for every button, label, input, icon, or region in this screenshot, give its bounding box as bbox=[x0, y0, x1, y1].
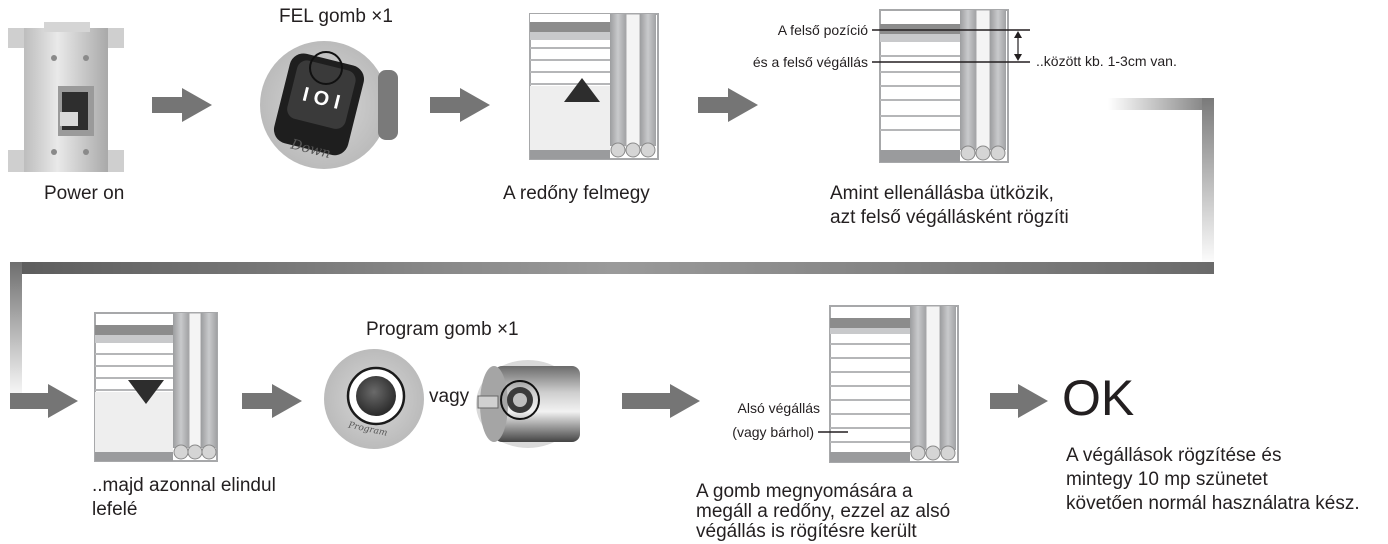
press-caption-line2: megáll a redőny, ezzel az alsó bbox=[696, 501, 951, 522]
descend-caption-line2: lefelé bbox=[92, 499, 138, 520]
resistance-caption-line1: Amint ellenállásba ütközik, bbox=[830, 183, 1054, 204]
arrow-2-icon bbox=[430, 88, 490, 122]
resistance-caption-line2: azt felső végállásként rögzíti bbox=[830, 207, 1069, 228]
gap-note: ..között kb. 1-3cm van. bbox=[1036, 53, 1177, 69]
connector-rail-top bbox=[1108, 98, 1214, 110]
shutter-bottom-limit-icon bbox=[818, 305, 959, 463]
top-limit-label: és a felső végállás bbox=[752, 54, 868, 70]
shutter-rising-icon bbox=[529, 13, 659, 160]
press-caption-line3: végállás is rögítésre került bbox=[696, 521, 917, 542]
shutter-rises-caption: A redőny felmegy bbox=[503, 183, 650, 204]
rocker-switch-icon: I O I bbox=[260, 41, 398, 169]
press-caption-line1: A gomb megnyomására a bbox=[696, 481, 913, 502]
top-position-label: A felső pozíció bbox=[777, 22, 868, 38]
arrow-3-icon bbox=[698, 88, 758, 122]
connector-rail-right bbox=[1202, 98, 1214, 266]
connector-rail-middle bbox=[10, 262, 1214, 274]
arrow-1-icon bbox=[152, 88, 212, 122]
tubular-motor-icon bbox=[476, 360, 580, 448]
ok-label: OK bbox=[1062, 370, 1135, 426]
program-button-label: Program gomb ×1 bbox=[366, 319, 519, 340]
arrow-7-icon bbox=[990, 384, 1048, 418]
descend-caption-line1: ..majd azonnal elindul bbox=[92, 475, 276, 496]
arrow-6-icon bbox=[622, 384, 700, 418]
anywhere-label: (vagy bárhol) bbox=[732, 424, 814, 440]
arrow-4-icon bbox=[10, 384, 78, 418]
final-caption-line3: követően normál használatra kész. bbox=[1066, 493, 1360, 514]
shutter-top-limit-icon bbox=[872, 9, 1030, 163]
program-button-icon bbox=[324, 349, 424, 449]
connector-rail-left bbox=[10, 262, 22, 402]
final-caption-line1: A végállások rögzítése és bbox=[1066, 445, 1282, 466]
shutter-descending-icon bbox=[94, 312, 218, 462]
din-switch-icon bbox=[8, 22, 124, 172]
final-caption-line2: mintegy 10 mp szünetet bbox=[1066, 469, 1268, 490]
arrow-5-icon bbox=[242, 384, 302, 418]
fel-button-label: FEL gomb ×1 bbox=[279, 6, 393, 27]
bottom-limit-label: Alsó végállás bbox=[737, 400, 821, 416]
or-label: vagy bbox=[429, 386, 470, 407]
power-on-caption: Power on bbox=[44, 183, 125, 204]
